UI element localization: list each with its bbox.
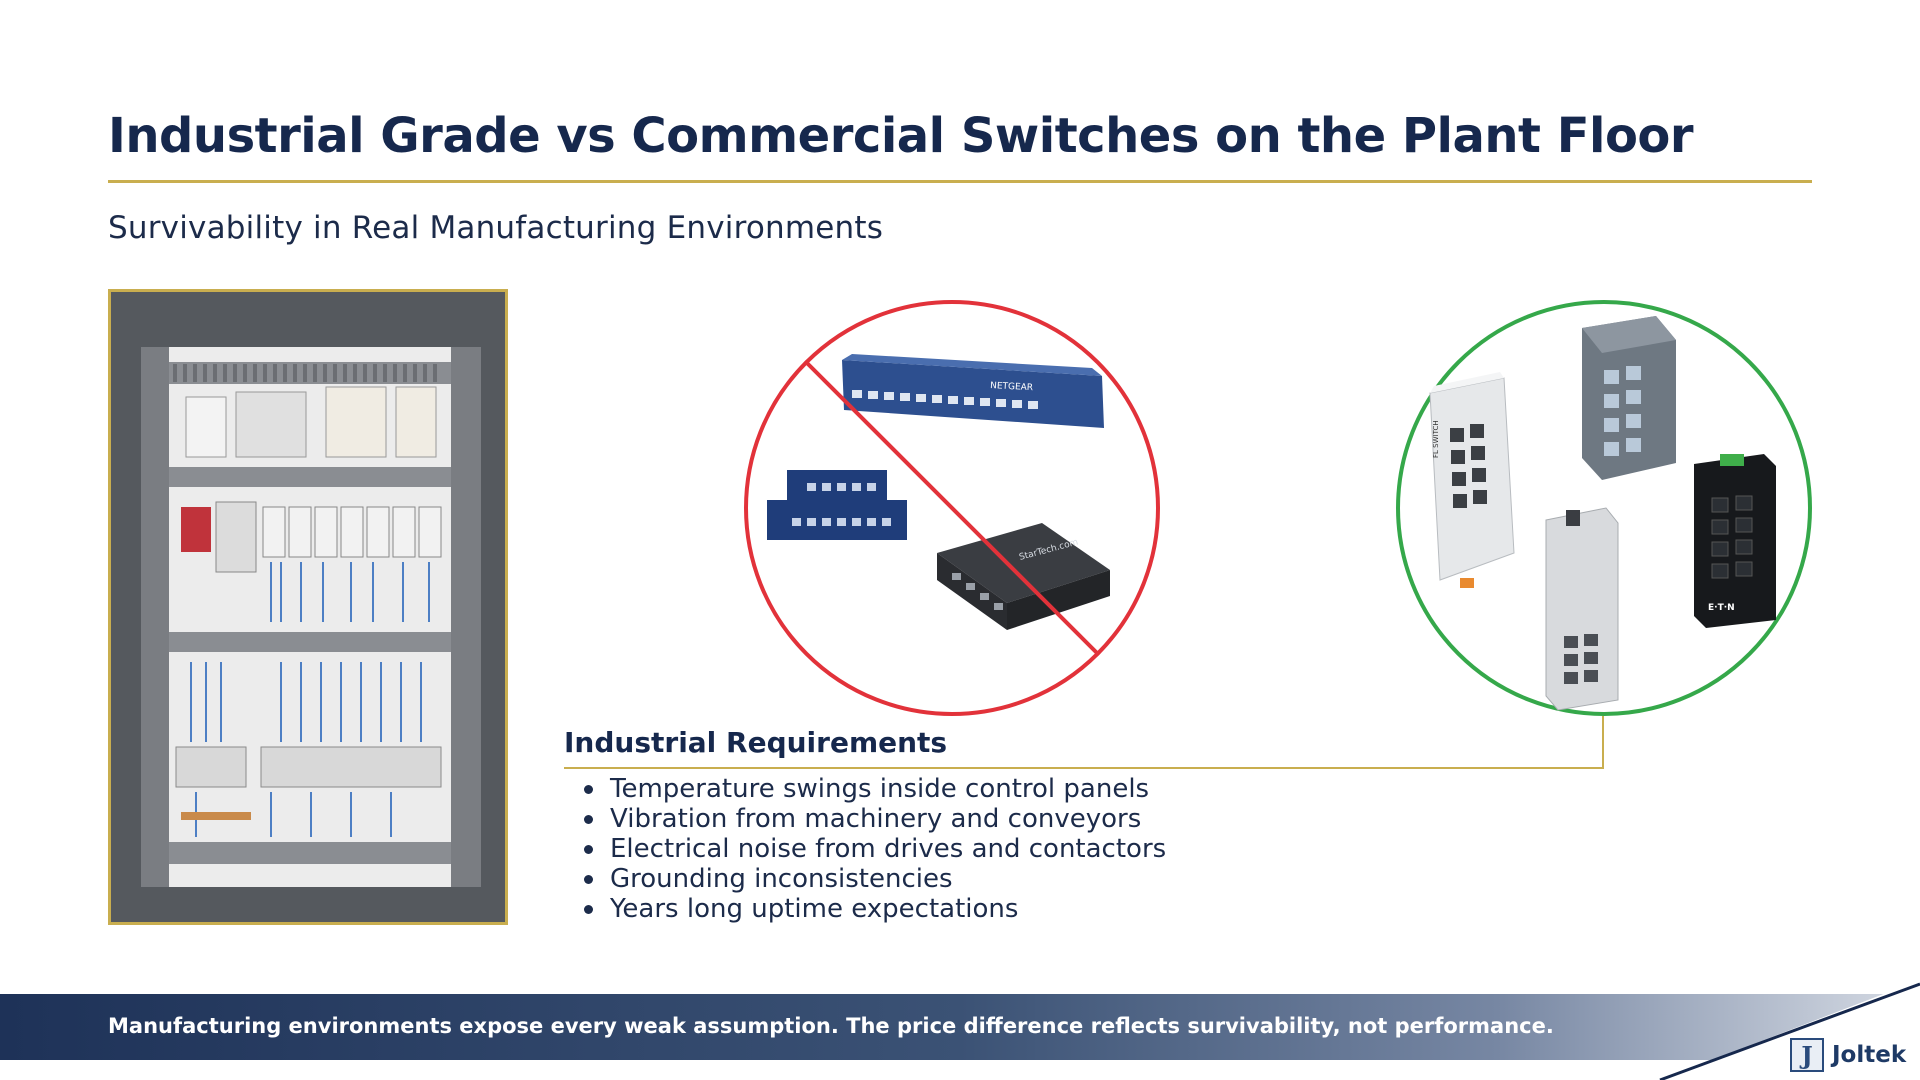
bullet-icon: [584, 845, 593, 854]
commercial-switches-illustration: NETGEAR StarTech.com: [744, 300, 1160, 716]
bullet-icon: [584, 785, 593, 794]
small-desktop-switches: [767, 470, 907, 540]
list-item: Grounding inconsistencies: [580, 864, 1166, 894]
prohibited-slash: [803, 359, 1101, 657]
bullet-icon: [584, 875, 593, 884]
requirement-text: Electrical noise from drives and contact…: [610, 834, 1167, 864]
requirements-underline: [564, 767, 1604, 769]
eaton-label: E·T·N: [1708, 603, 1735, 613]
joltek-logo-text: Joltek: [1832, 1042, 1907, 1068]
netgear-switch: NETGEAR: [842, 354, 1104, 428]
industrial-switches-circle: FL SWITCH: [1394, 298, 1814, 718]
requirement-text: Years long uptime expectations: [610, 894, 1019, 924]
requirement-text: Vibration from machinery and conveyors: [610, 804, 1142, 834]
footer-diagonal-accent: [1659, 980, 1920, 1080]
list-item: Vibration from machinery and conveyors: [580, 804, 1166, 834]
control-panel-photo: [108, 289, 508, 925]
slide-subtitle: Survivability in Real Manufacturing Envi…: [108, 210, 884, 246]
startech-switch: StarTech.com: [937, 523, 1110, 630]
joltek-logo-mark: J: [1790, 1038, 1824, 1072]
phoenix-din-switch: FL SWITCH: [1429, 372, 1515, 588]
footer-band: [0, 994, 1920, 1060]
slide-title: Industrial Grade vs Commercial Switches …: [108, 108, 1694, 164]
requirement-text: Grounding inconsistencies: [610, 864, 953, 894]
netgear-label: NETGEAR: [990, 381, 1033, 393]
control-panel-illustration: [111, 292, 505, 922]
joltek-logo: J Joltek: [1790, 1038, 1906, 1072]
requirements-list: Temperature swings inside control panels…: [580, 774, 1166, 924]
list-item: Years long uptime expectations: [580, 894, 1166, 924]
connector-line-vertical: [1602, 716, 1604, 768]
industrial-switches-illustration: FL SWITCH: [1396, 300, 1812, 716]
requirements-heading: Industrial Requirements: [564, 726, 948, 759]
allen-bradley-din-switch: [1545, 507, 1619, 711]
eaton-din-switch: E·T·N: [1694, 454, 1776, 628]
title-underline: [108, 180, 1812, 183]
footer-message: Manufacturing environments expose every …: [108, 1014, 1554, 1038]
bullet-icon: [584, 905, 593, 914]
list-item: Electrical noise from drives and contact…: [580, 834, 1166, 864]
bullet-icon: [584, 815, 593, 824]
commercial-switches-circle: NETGEAR StarTech.com: [742, 298, 1162, 718]
list-item: Temperature swings inside control panels: [580, 774, 1166, 804]
phoenix-label: FL SWITCH: [1432, 420, 1440, 458]
requirement-text: Temperature swings inside control panels: [610, 774, 1150, 804]
siemens-din-switch: [1582, 316, 1676, 480]
